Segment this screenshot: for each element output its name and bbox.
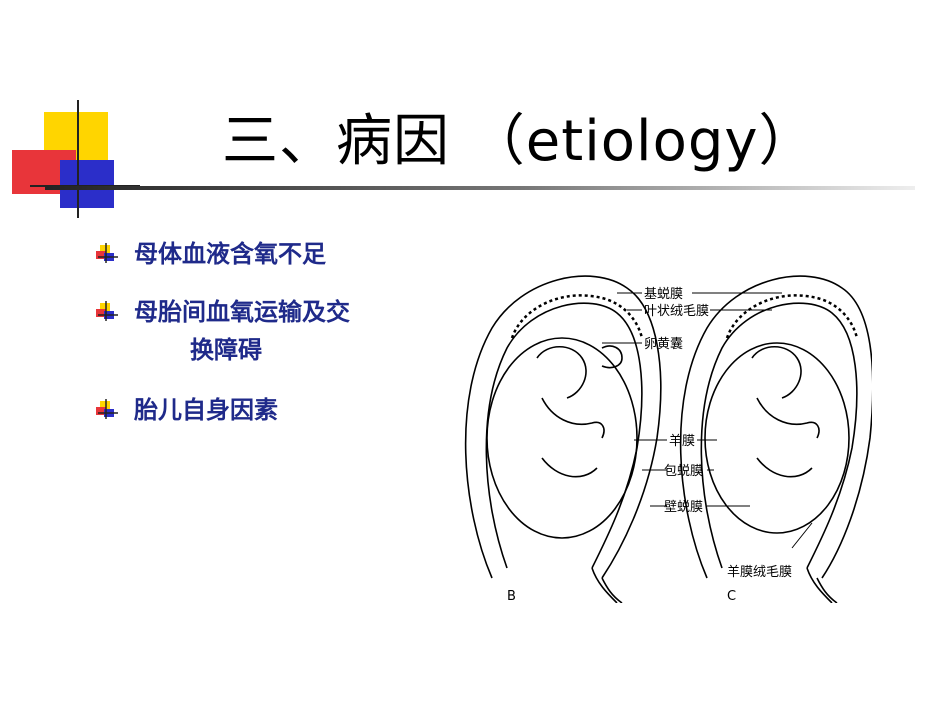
- bullet-item: 母体血液含氧不足: [96, 225, 436, 283]
- bullet-continuation: 换障碍: [190, 336, 262, 364]
- slide-title: 三、病因 （etiology）: [222, 109, 816, 174]
- bullet-list: 母体血液含氧不足 母胎间血氧运输及交 换障碍 胎儿自身因素: [96, 225, 436, 439]
- panel-label-b: B: [507, 589, 516, 603]
- label-amniochorion: 羊膜绒毛膜: [727, 564, 792, 580]
- uterus-fetus-illustration: 基蜕膜 叶状绒毛膜 卵黄囊 羊膜 包蜕膜 壁蜕膜 羊膜绒毛膜 B C: [464, 275, 872, 603]
- bullet-marker-icon: [96, 243, 118, 263]
- bullet-item: 胎儿自身因素: [96, 381, 436, 439]
- bullet-text: 母体血液含氧不足: [134, 240, 326, 268]
- label-decidua-parietalis: 壁蜕膜: [664, 500, 703, 515]
- label-chorion-frondosum: 叶状绒毛膜: [644, 304, 709, 319]
- bullet-item: 母胎间血氧运输及交: [96, 283, 436, 341]
- bullet-marker-icon: [96, 399, 118, 419]
- title-divider: [45, 186, 915, 190]
- bullet-text: 母胎间血氧运输及交: [134, 298, 350, 326]
- bullet-marker-icon: [96, 301, 118, 321]
- panel-label-c: C: [727, 589, 736, 603]
- label-yolk-sac: 卵黄囊: [644, 336, 683, 352]
- label-decidua-capsularis: 包蜕膜: [664, 464, 703, 479]
- bullet-text: 胎儿自身因素: [134, 396, 278, 424]
- label-decidua-basalis: 基蜕膜: [644, 287, 683, 302]
- label-amnion: 羊膜: [669, 433, 695, 449]
